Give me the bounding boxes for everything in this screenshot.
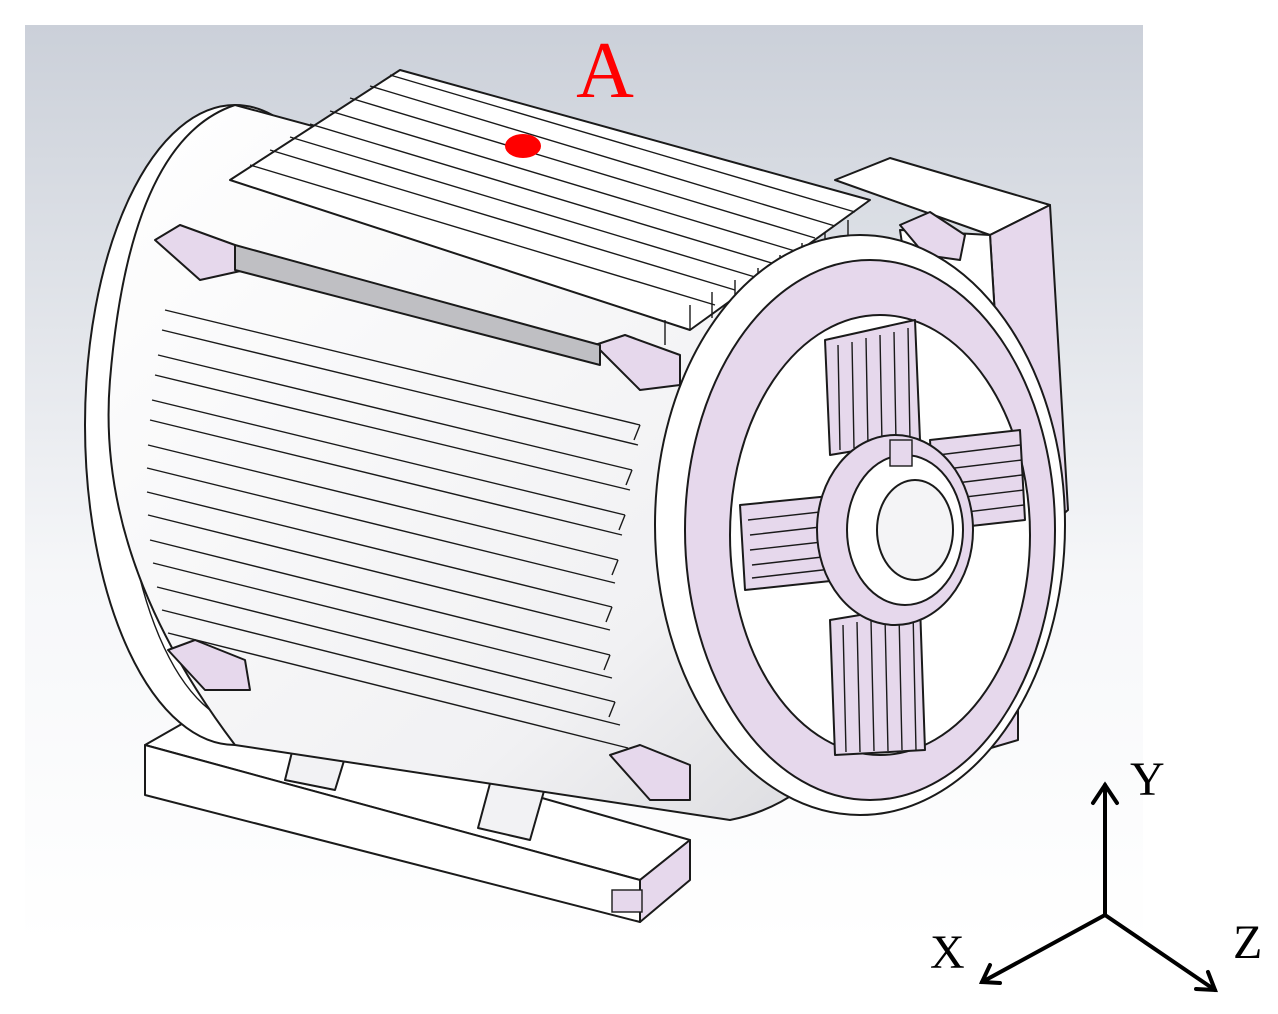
shaft-hub [816, 434, 974, 626]
cooling-fins-top [229, 69, 871, 345]
cooling-fin-tips [603, 424, 641, 718]
point-a-marker [505, 134, 541, 158]
z-axis-label: Z [1233, 916, 1262, 969]
z-axis-arrow [1103, 913, 1217, 992]
top-channel [234, 244, 601, 366]
y-axis-label: Y [1130, 753, 1165, 806]
x-axis-arrow [980, 913, 1107, 984]
x-axis-label: X [930, 926, 965, 979]
electric-motor [84, 69, 1069, 923]
point-a-label: A [576, 27, 634, 115]
cooling-fins-side [146, 309, 641, 749]
coordinate-axes [978, 781, 1218, 993]
mounting-lugs [154, 211, 966, 801]
end-shield-fins [747, 327, 1025, 753]
